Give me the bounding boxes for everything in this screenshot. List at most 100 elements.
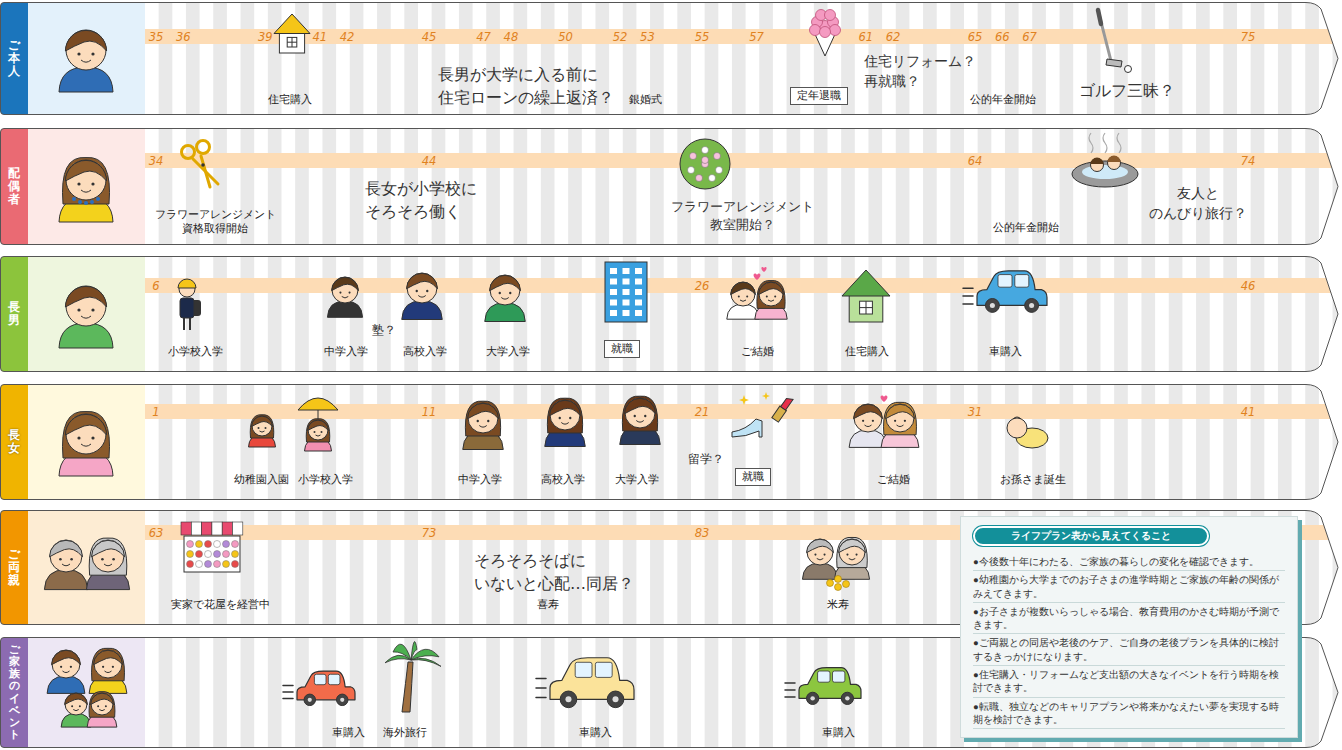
- year-stripe: [1278, 2, 1292, 115]
- hair: [807, 539, 834, 552]
- age-number: 39: [258, 30, 273, 44]
- hair: [65, 30, 106, 51]
- year-stripe: [186, 384, 200, 500]
- car-window: [595, 662, 612, 677]
- eye: [559, 417, 561, 419]
- year-stripe: [213, 384, 227, 500]
- year-stripe: [1087, 384, 1101, 500]
- bullet-text: ●今後数十年にわたる、ご家族の暮らしの変化を確認できます。: [973, 553, 1285, 571]
- palm-tree: [385, 642, 441, 712]
- year-stripe: [159, 128, 173, 245]
- face: [468, 403, 498, 433]
- year-stripe: [1060, 2, 1074, 115]
- year-stripe: [541, 256, 555, 372]
- speed-line: [536, 687, 546, 689]
- event-label: 車購入: [822, 726, 855, 740]
- bullet-text: ●幼稚園から大学までのお子さまの進学時期とご家族の年齢の関係がみえてきます。: [973, 571, 1285, 603]
- person-figure: [61, 693, 91, 727]
- hair: [839, 539, 866, 552]
- shop-flower: [223, 551, 230, 558]
- palm-leaf: [393, 644, 411, 660]
- house-window: [287, 37, 297, 47]
- eye: [349, 292, 351, 294]
- eye: [766, 295, 768, 297]
- year-stripe: [241, 2, 255, 115]
- car-hub: [990, 303, 995, 308]
- year-stripe: [1141, 384, 1155, 500]
- eye: [71, 705, 73, 707]
- flower: [820, 27, 831, 38]
- mouth: [104, 564, 112, 566]
- age-number: 47: [476, 30, 491, 44]
- eye: [105, 705, 107, 707]
- hair: [94, 650, 123, 664]
- steam: [1103, 133, 1107, 153]
- year-stripe: [868, 128, 882, 245]
- bather-head: [1091, 159, 1104, 172]
- year-stripe: [1087, 256, 1101, 372]
- face: [252, 416, 272, 436]
- year-stripe: [377, 256, 391, 372]
- year-stripe: [350, 2, 364, 115]
- hair: [625, 398, 656, 413]
- hair: [252, 416, 273, 426]
- eye: [60, 666, 62, 668]
- row-label-ground: [0, 637, 28, 748]
- age-number: 11: [422, 405, 437, 419]
- sparkle: [739, 395, 749, 405]
- year-stripe: [486, 128, 500, 245]
- eye: [872, 420, 874, 422]
- year-stripe: [923, 637, 937, 748]
- face: [66, 30, 106, 70]
- age-stripe: [145, 278, 1342, 293]
- speed-line: [963, 295, 973, 297]
- year-stripe: [404, 2, 418, 115]
- note-text: フラワーアレンジメント 教室開始？: [670, 198, 815, 233]
- band-ground: [0, 384, 1342, 500]
- year-stripe: [322, 128, 336, 245]
- face: [92, 540, 124, 572]
- age-number: 45: [422, 30, 437, 44]
- year-stripe: [1114, 256, 1128, 372]
- age-number: 41: [1241, 405, 1256, 419]
- band-fill: [0, 2, 1342, 115]
- person-figure: [802, 539, 837, 579]
- event-box-label: 定年退職: [797, 89, 841, 103]
- year-stripe: [595, 384, 609, 500]
- hair-back: [884, 402, 917, 435]
- year-stripe: [623, 128, 637, 245]
- row-label-ground: [0, 128, 28, 245]
- hair-back: [837, 537, 868, 567]
- palm-leaf: [385, 655, 411, 663]
- band-outline: [1, 385, 1339, 500]
- clothes: [485, 303, 526, 322]
- row-label: ご家族のイベント: [9, 644, 20, 741]
- band-shape: [0, 384, 1342, 500]
- row-label: 配偶者: [8, 167, 20, 207]
- building-window: [635, 268, 642, 274]
- age-number: 52: [613, 30, 628, 44]
- event-label: 車購入: [989, 345, 1022, 359]
- person-figure: [249, 415, 276, 447]
- year-stripe: [759, 637, 773, 748]
- small-flower: [702, 161, 709, 168]
- eye: [91, 436, 94, 439]
- year-stripe: [1251, 256, 1265, 372]
- year-stripe: [1278, 128, 1292, 245]
- shop-flower: [214, 551, 221, 558]
- building-body: [605, 262, 647, 322]
- band-fill: [0, 384, 1342, 500]
- year-stripe: [377, 2, 391, 115]
- eye: [416, 290, 418, 292]
- face: [854, 404, 882, 432]
- flower: [810, 25, 821, 36]
- mouth: [849, 559, 856, 560]
- info-panel: ●今後数十年にわたる、ご家族の暮らしの変化を確認できます。●幼稚園から大学までの…: [960, 516, 1298, 738]
- eye: [112, 666, 114, 668]
- golf-club: [1098, 10, 1132, 73]
- shop-flower: [232, 541, 239, 548]
- clothes: [463, 431, 504, 450]
- speed-line: [283, 691, 293, 693]
- year-stripe: [1087, 128, 1101, 245]
- clothes: [59, 323, 113, 348]
